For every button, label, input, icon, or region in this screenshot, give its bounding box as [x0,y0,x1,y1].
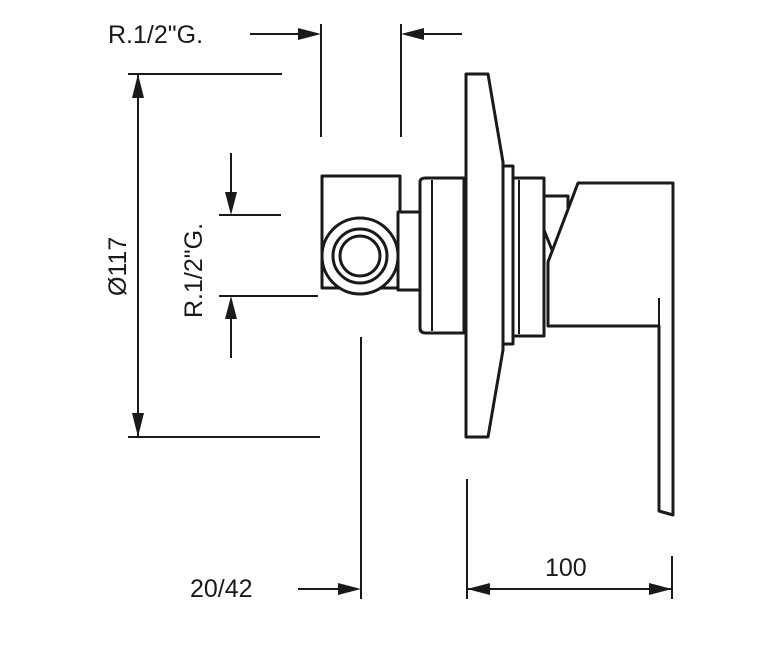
cartridge-housing [418,176,466,335]
wall-plate [464,72,505,439]
diameter-label: Ø117 [104,237,132,296]
top-thread-label: R.1/2"G. [108,21,203,49]
depth-range-label: 20/42 [190,575,253,603]
collar [511,176,546,338]
side-outlet-inner-ring [338,234,382,278]
projection-arrow-left [467,583,490,595]
depth-range-dimension: 20/42 [190,337,362,603]
top-thread-arrow-left [298,28,321,40]
flange-ring [501,164,515,346]
side-thread-dimension: R.1/2"G. [180,153,318,358]
side-thread-arrow-bottom [225,296,237,319]
handle-lever [546,181,675,517]
diameter-arrow-top [132,74,144,98]
diameter-arrow-bottom [132,413,144,437]
depth-range-arrow [338,583,361,595]
diameter-dimension: Ø117 [104,73,320,438]
projection-arrow-right [649,583,672,595]
side-thread-label: R.1/2"G. [180,223,208,318]
top-thread-dimension: R.1/2"G. [108,21,462,137]
projection-dimension: 100 [466,479,673,599]
side-thread-arrow-top [225,192,237,215]
projection-label: 100 [545,554,587,582]
mixer-side-view [320,72,675,517]
top-thread-arrow-right [401,28,424,40]
